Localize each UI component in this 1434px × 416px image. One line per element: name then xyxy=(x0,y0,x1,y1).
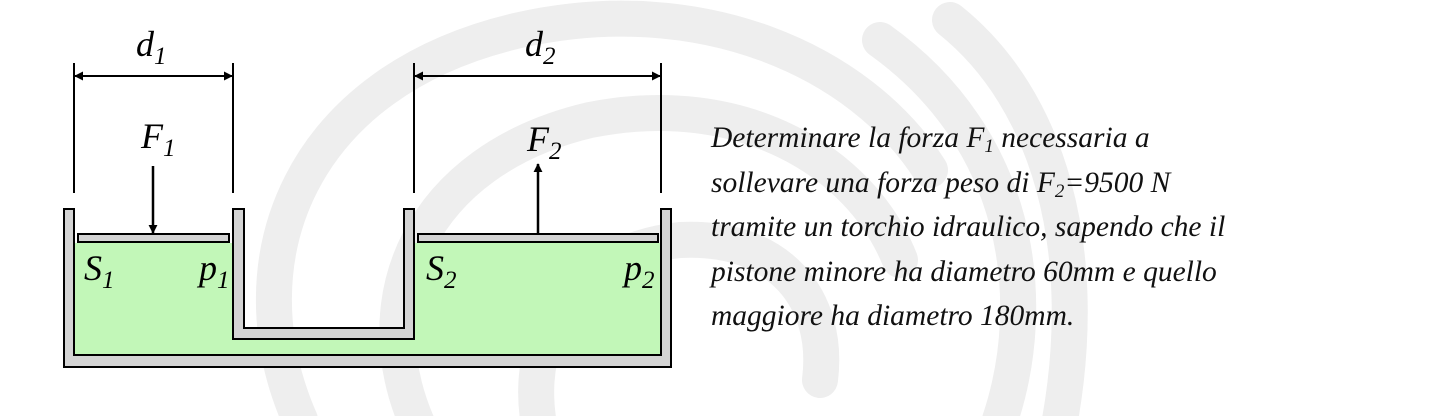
label-S1: S1 xyxy=(84,248,115,294)
problem-line-4: pistone minore ha diametro 60mm e quello xyxy=(711,255,1217,288)
press-container xyxy=(63,208,672,368)
label-p2: p2 xyxy=(621,248,655,294)
label-p1: p1 xyxy=(196,248,230,294)
problem-line-2: sollevare una forza peso di F2=9500 N xyxy=(711,166,1171,202)
dimension-extension-lines xyxy=(73,63,662,193)
label-S2: S2 xyxy=(426,248,457,294)
problem-statement: Determinare la forza F1 necessaria a sol… xyxy=(711,116,1411,339)
inner-u-tube-wall xyxy=(232,208,415,340)
problem-line-3: tramite un torchio idraulico, sapendo ch… xyxy=(711,211,1226,243)
outer-container-wall xyxy=(63,208,672,368)
small-piston xyxy=(77,233,230,243)
problem-line-5: maggiore ha diametro 180mm. xyxy=(711,300,1075,332)
label-F2: F2 xyxy=(526,119,562,165)
label-F1: F1 xyxy=(140,116,176,162)
label-d1: d1 xyxy=(136,24,167,70)
hydraulic-fluid xyxy=(74,243,661,355)
label-d2: d2 xyxy=(525,24,556,70)
large-piston xyxy=(417,233,659,243)
problem-line-1: Determinare la forza F1 necessaria a xyxy=(711,122,1150,157)
